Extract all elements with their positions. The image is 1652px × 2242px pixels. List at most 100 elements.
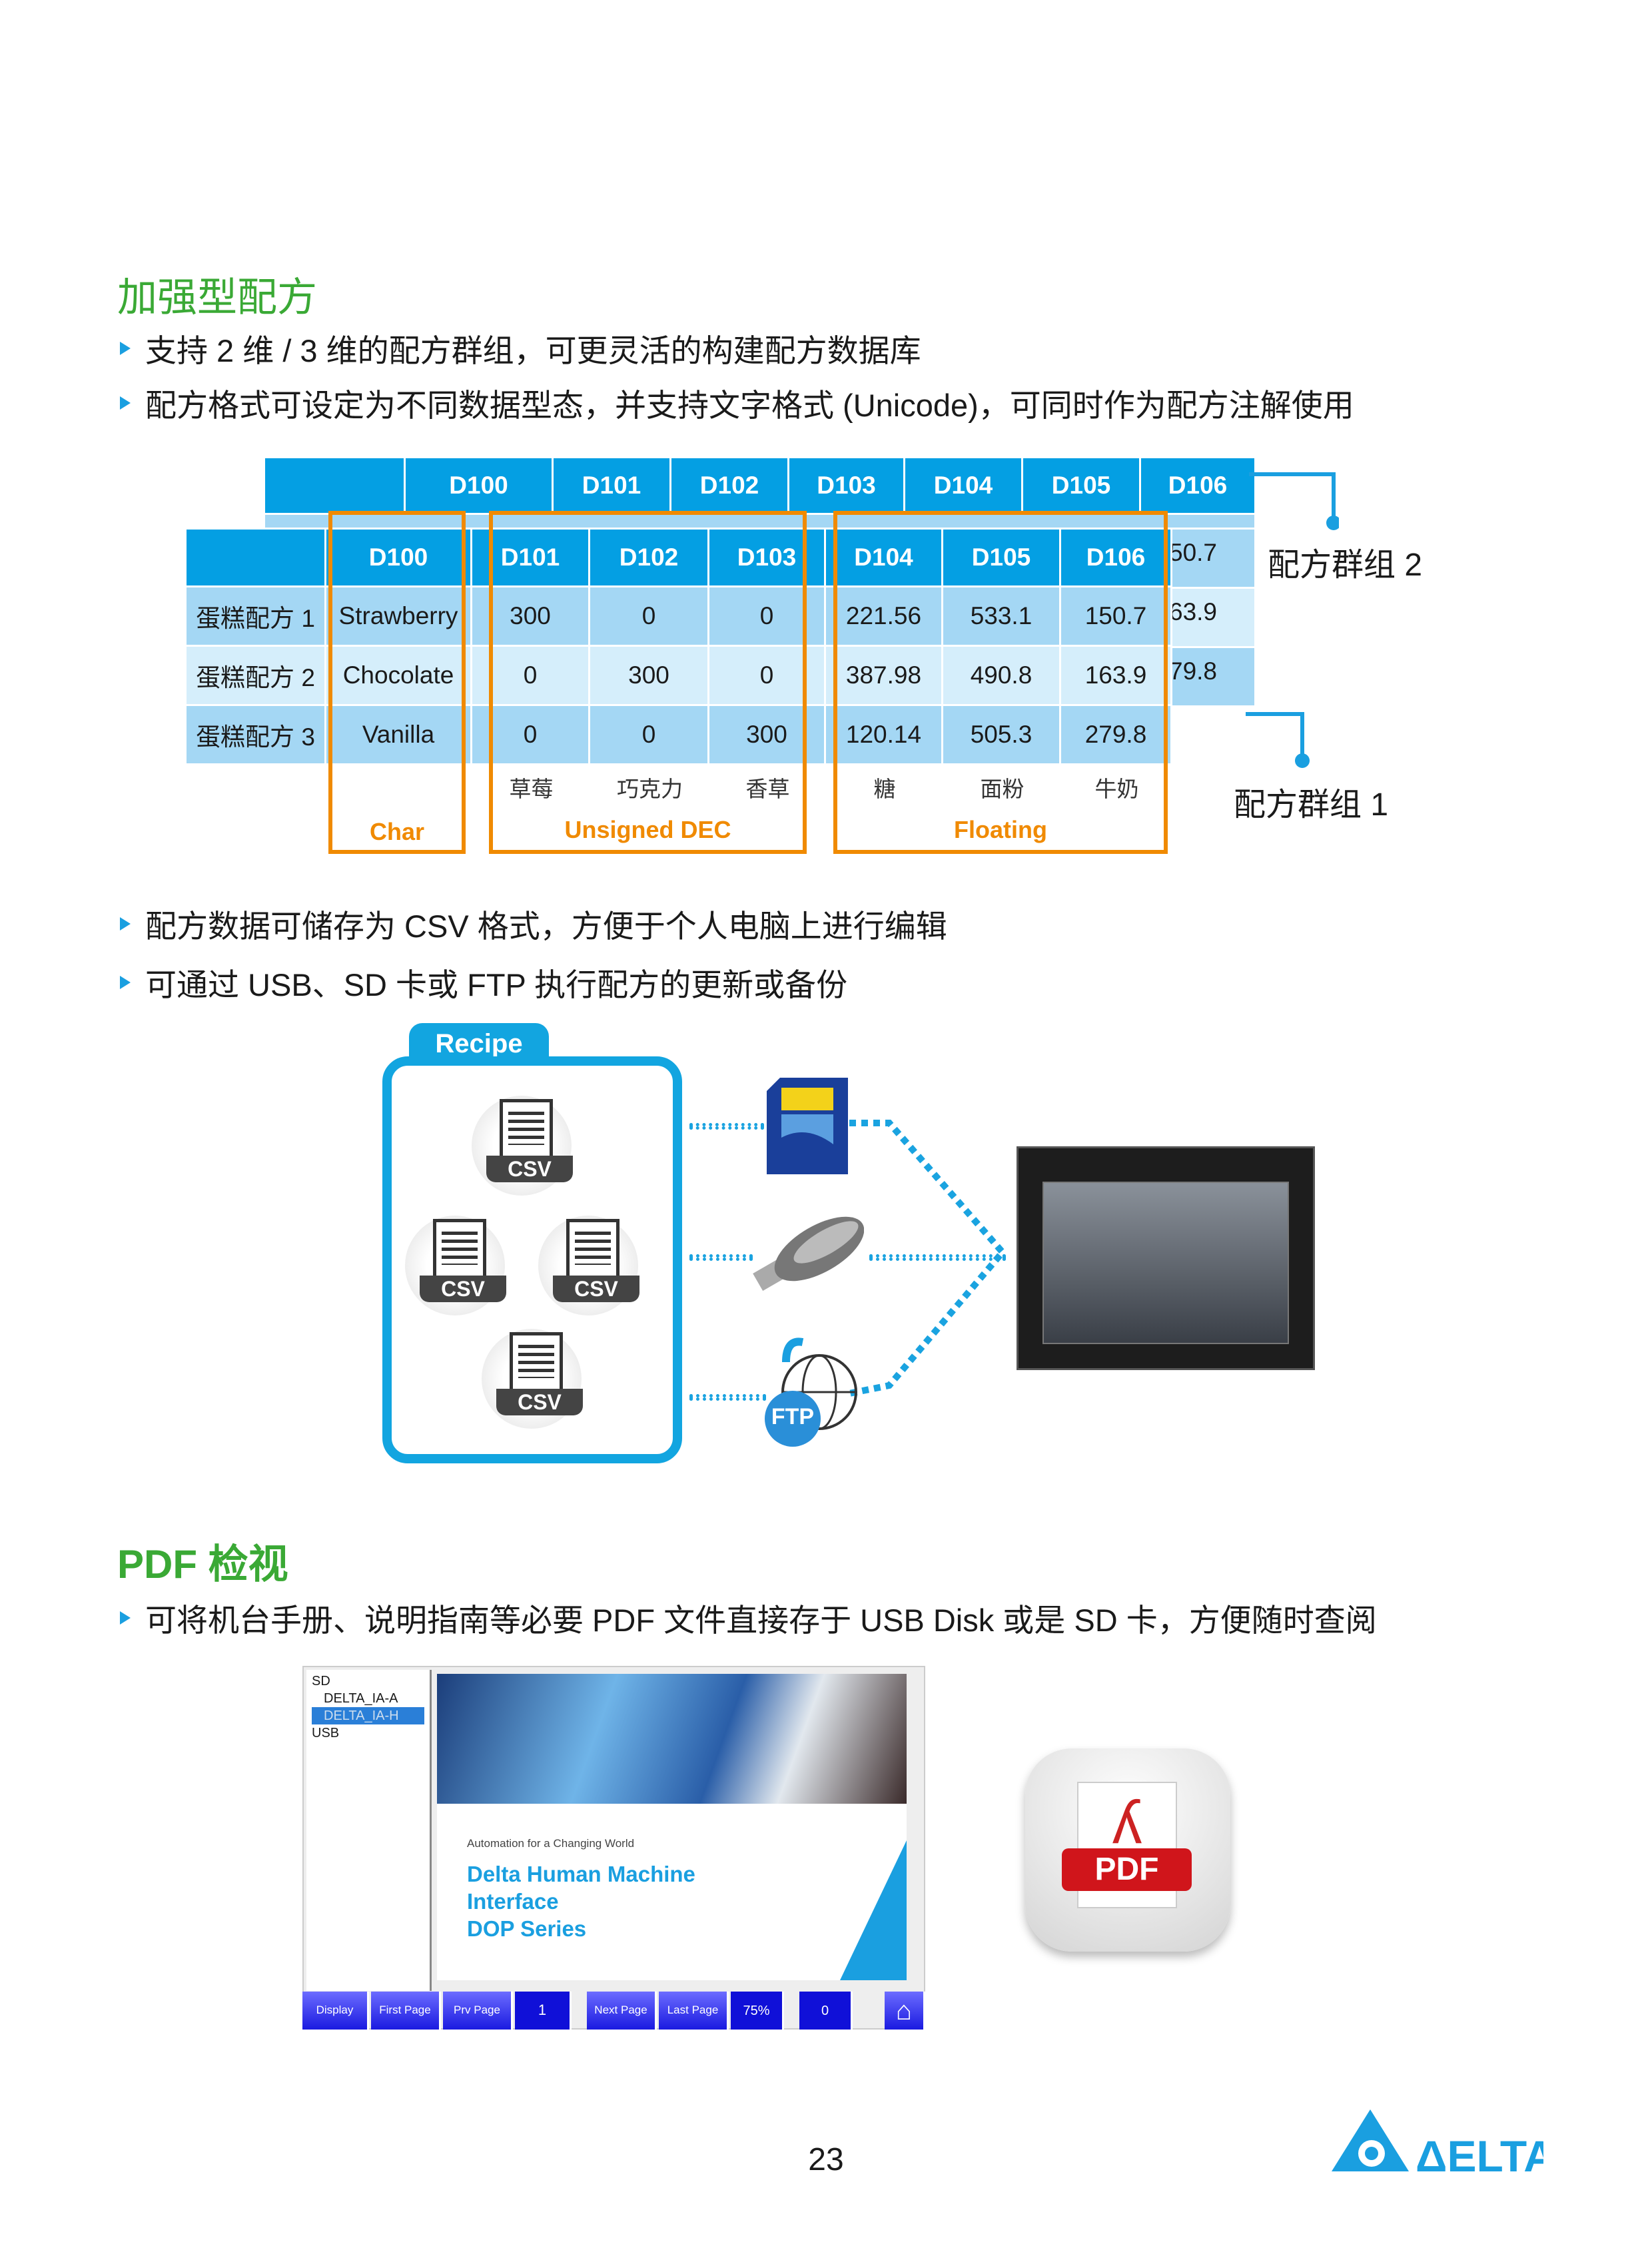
table-cell: Chocolate (326, 647, 472, 706)
section-title-recipe: 加强型配方 (117, 275, 317, 320)
bullet-text: 可通过 USB、SD 卡或 FTP 执行配方的更新或备份 (145, 967, 848, 1002)
back-row-value: 79.8 (1169, 657, 1218, 685)
back-header-cell: D101 (554, 458, 671, 515)
back-header-cell: D102 (671, 458, 789, 515)
back-header-cell: D100 (406, 458, 554, 515)
table-header-cell: D102 (590, 530, 709, 587)
pdf-banner-image (437, 1674, 907, 1804)
row-label: 蛋糕配方 2 (187, 647, 326, 706)
csv-file-icon: CSV (472, 1092, 580, 1196)
bullet-item: 配方格式可设定为不同数据型态，并支持文字格式 (Unicode)，可同时作为配方… (120, 380, 1354, 426)
pdf-file-icon: ʎ PDF (1025, 1748, 1230, 1952)
bullet-icon (120, 341, 131, 355)
bullet-text: 支持 2 维 / 3 维的配方群组，可更灵活的构建配方数据库 (145, 333, 921, 368)
table-cell: 0 (590, 587, 709, 647)
table-cell: Strawberry (326, 587, 472, 647)
dotted-link (689, 1254, 753, 1261)
csv-label: CSV (553, 1276, 639, 1302)
table-header-cell: D105 (943, 530, 1061, 587)
doc-accent (840, 1840, 907, 1980)
file-tree: SD DELTA_IA-A DELTA_IA-H USB (306, 1670, 432, 1991)
zoom-select[interactable]: 75% (731, 1992, 784, 2030)
bullet-icon (120, 396, 131, 410)
tree-item-file[interactable]: DELTA_IA-A (324, 1691, 398, 1706)
tree-item-sd[interactable]: SD (312, 1674, 330, 1688)
back-row-value: 63.9 (1169, 598, 1218, 625)
column-comment: 牛奶 (1094, 777, 1139, 801)
column-comment: 面粉 (980, 777, 1025, 801)
sd-card-icon (767, 1078, 848, 1174)
table-cell: 0 (590, 706, 709, 765)
tree-item-file-selected[interactable]: DELTA_IA-H (312, 1707, 424, 1724)
page-input[interactable]: 1 (515, 1992, 572, 2030)
home-icon[interactable]: ⌂ (885, 1992, 925, 2030)
table-header-cell: D106 (1061, 530, 1172, 587)
back-header-corner (265, 458, 406, 515)
back-header-cell: D104 (905, 458, 1023, 515)
bullet-icon (120, 1611, 131, 1625)
back-row-value: 50.7 (1169, 539, 1218, 566)
ftp-globe-icon (765, 1337, 857, 1447)
table-cell: 279.8 (1061, 706, 1172, 765)
dotted-links (849, 1120, 1007, 1397)
csv-label: CSV (486, 1156, 573, 1182)
table-cell: 490.8 (943, 647, 1061, 706)
bullet-item: 可通过 USB、SD 卡或 FTP 执行配方的更新或备份 (120, 959, 847, 1005)
csv-file-icon: CSV (538, 1212, 646, 1315)
column-comment: 糖 (873, 777, 896, 801)
csv-file-icon: CSV (482, 1325, 590, 1429)
type-label: Char (369, 818, 425, 845)
group2-label: 配方群组 2 (1268, 548, 1423, 583)
usb-drive-icon (753, 1216, 864, 1291)
recipe-box (382, 1056, 682, 1463)
tree-item-usb[interactable]: USB (312, 1726, 340, 1740)
table-cell: 533.1 (943, 587, 1061, 647)
table-header-cell: D100 (326, 530, 472, 587)
table-cell: 120.14 (826, 706, 943, 765)
display-button[interactable]: Display (302, 1992, 369, 2030)
table-cell: 300 (590, 647, 709, 706)
page-number: 23 (808, 2142, 844, 2177)
svg-text:ΔELTA: ΔELTA (1416, 2131, 1543, 2175)
type-label: Unsigned DEC (564, 816, 731, 843)
table-cell: 221.56 (826, 587, 943, 647)
char-group-box (328, 511, 466, 854)
bullet-text: 可将机台手册、说明指南等必要 PDF 文件直接存于 USB Disk 或是 SD… (145, 1603, 1377, 1638)
bullet-item: 支持 2 维 / 3 维的配方群组，可更灵活的构建配方数据库 (120, 325, 921, 371)
column-comment: 巧克力 (617, 777, 683, 801)
unsigned-group-box (489, 511, 807, 854)
bullet-icon (120, 975, 131, 989)
back-header-cell: D105 (1023, 458, 1141, 515)
row-label: 蛋糕配方 3 (187, 706, 326, 765)
hmi-panel (1017, 1146, 1315, 1370)
bullet-text: 配方格式可设定为不同数据型态，并支持文字格式 (Unicode)，可同时作为配方… (145, 388, 1354, 423)
dotted-link (869, 1254, 1006, 1261)
next-page-button[interactable]: Next Page (587, 1992, 657, 2030)
table-header-cell: D104 (826, 530, 943, 587)
rotation-select[interactable]: 0 (799, 1992, 853, 2030)
bullet-item: 可将机台手册、说明指南等必要 PDF 文件直接存于 USB Disk 或是 SD… (120, 1595, 1377, 1641)
csv-file-icon: CSV (405, 1212, 513, 1315)
table-header-cell (187, 530, 326, 587)
pdf-page: Automation for a Changing World Delta Hu… (437, 1674, 907, 1980)
first-page-button[interactable]: First Page (371, 1992, 441, 2030)
bullet-text: 配方数据可储存为 CSV 格式，方便于个人电脑上进行编辑 (145, 909, 947, 944)
back-row-strip (265, 515, 1256, 530)
pdf-viewer: SD DELTA_IA-A DELTA_IA-H USB Automation … (302, 1666, 925, 2030)
csv-label: CSV (420, 1276, 506, 1302)
section-title-pdf: PDF 检视 (117, 1542, 288, 1587)
ftp-label: FTP (771, 1404, 815, 1429)
column-comment: 香草 (745, 777, 790, 801)
row-label: 蛋糕配方 1 (187, 587, 326, 647)
table-cell: 163.9 (1061, 647, 1172, 706)
type-label: Floating (954, 816, 1047, 843)
table-cell: 150.7 (1061, 587, 1172, 647)
csv-label: CSV (496, 1389, 583, 1415)
last-page-button[interactable]: Last Page (659, 1992, 729, 2030)
dotted-link (689, 1394, 766, 1401)
group-connector-lines (1246, 472, 1339, 768)
prev-page-button[interactable]: Prv Page (443, 1992, 513, 2030)
table-cell: Vanilla (326, 706, 472, 765)
back-header-cell: D106 (1141, 458, 1256, 515)
floating-group-box (833, 511, 1168, 854)
